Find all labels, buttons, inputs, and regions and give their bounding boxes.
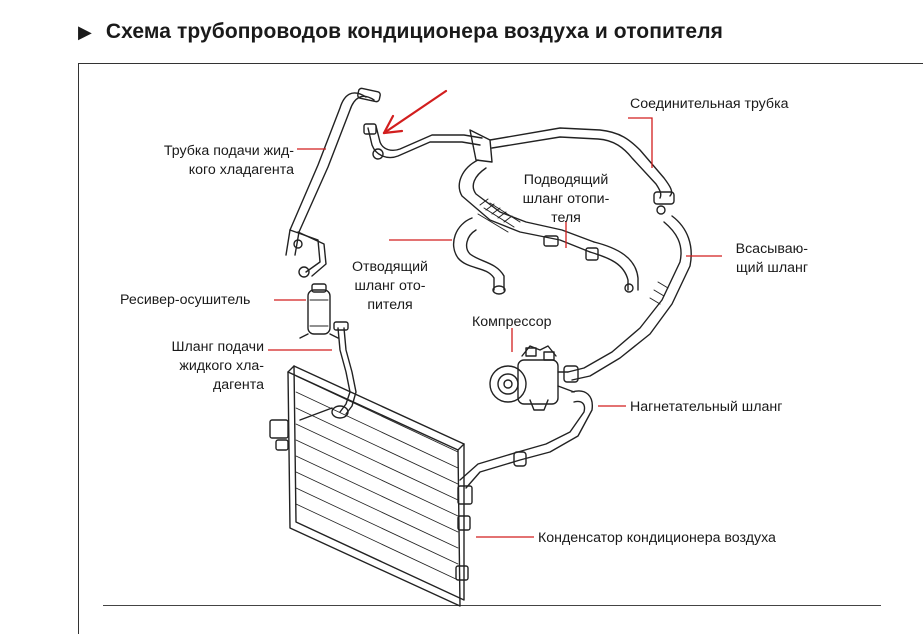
leader-connecting-tube [628, 117, 653, 168]
label-discharge-hose: Нагнетательный шланг [630, 399, 783, 415]
label-liquid-supply-tube: Трубка подачи жид- кого хладагента [163, 143, 294, 178]
compressor-drawing [489, 345, 575, 411]
triangle-right-icon: ▶ [78, 22, 92, 42]
leader-lines [268, 117, 722, 538]
label-heater-outlet-hose: Отводящий шланг ото- пителя [352, 259, 428, 313]
liquid-supply-hose-drawing [299, 321, 357, 421]
label-heater-inlet-hose: Подводящий шланг отопи- теля [522, 172, 610, 226]
red-arrow-icon [382, 89, 448, 135]
piping-diagram [268, 87, 722, 607]
condenser-drawing [269, 365, 473, 607]
diagram-frame [78, 63, 923, 634]
label-receiver-drier: Ресивер-осушитель [120, 292, 251, 308]
label-connecting-tube: Соединительная трубка [630, 96, 789, 112]
receiver-drier-drawing [299, 283, 339, 339]
heater-outlet-hose-drawing [453, 217, 506, 295]
suction-hose-drawing [563, 215, 692, 383]
bottom-rule [103, 605, 881, 606]
label-liquid-supply-hose: Шланг подачи жидкого хла- дагента [171, 339, 264, 393]
connecting-tube-drawing [363, 123, 675, 215]
discharge-hose-drawing [459, 390, 593, 489]
liquid-supply-tube-drawing [285, 87, 381, 278]
label-condenser: Конденсатор кондиционера воздуха [538, 530, 776, 546]
diagram-title: ▶ Схема трубопроводов кондиционера возду… [78, 20, 723, 44]
heater-inlet-hose-drawing [458, 159, 639, 293]
label-suction-hose: Всасываю- щий шланг [735, 241, 808, 276]
title-text: Схема трубопроводов кондиционера воздуха… [105, 20, 723, 43]
label-compressor: Компрессор [472, 314, 552, 330]
